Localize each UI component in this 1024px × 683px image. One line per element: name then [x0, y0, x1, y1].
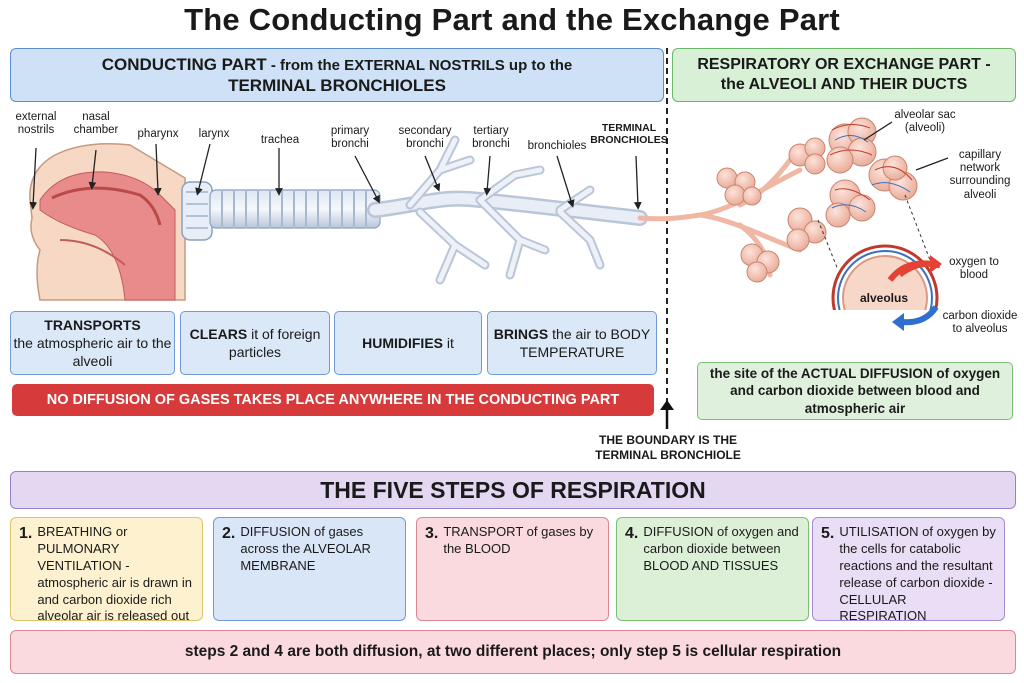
- step-3-card: 3. TRANSPORT of gases by the BLOOD: [416, 517, 609, 621]
- exchange-header-line1: RESPIRATORY OR EXCHANGE PART -: [697, 56, 991, 73]
- function-transports: TRANSPORTS the atmospheric air to the al…: [10, 311, 175, 375]
- function-clears-text: it of foreign particles: [228, 325, 321, 360]
- alveolar-clusters: [716, 117, 918, 283]
- function-transports-bold: TRANSPORTS: [44, 316, 141, 333]
- step-2-number: 2.: [222, 525, 236, 542]
- label-external-nostrils: external nostrils: [15, 111, 57, 137]
- function-brings-text: the air to BODY TEMPERATURE: [519, 325, 651, 360]
- label-nasal-chamber: nasal chamber: [73, 111, 119, 137]
- label-secondary-bronchi: secondary bronchi: [398, 125, 452, 151]
- gas-exchange-arrows: [887, 255, 942, 331]
- label-pharynx: pharynx: [137, 128, 179, 140]
- label-capillary-network: capillary network surrounding alveoli: [949, 149, 1011, 201]
- step-5-card: 5. UTILISATION of oxygen by the cells fo…: [812, 517, 1005, 624]
- label-trachea: trachea: [260, 134, 300, 146]
- exchange-header-line2: the ALVEOLI AND THEIR DUCTS: [720, 76, 968, 93]
- step-1-card: 1. BREATHING or PULMONARY VENTILATION - …: [10, 517, 203, 624]
- function-brings: BRINGS the air to BODY TEMPERATURE: [487, 311, 657, 375]
- label-larynx: larynx: [198, 128, 230, 140]
- label-tertiary-bronchi: tertiary bronchi: [472, 125, 510, 151]
- conducting-header-bold: CONDUCTING PART: [101, 54, 267, 74]
- label-bronchioles: bronchioles: [527, 140, 587, 152]
- step-1-text: BREATHING or PULMONARY VENTILATION - atm…: [37, 524, 192, 624]
- conducting-header-rest: - from the EXTERNAL NOSTRILS up to the: [266, 56, 573, 74]
- exchange-site-pre: the site of the: [709, 365, 801, 381]
- boundary-divider: [666, 48, 668, 418]
- capillary-lines: [829, 124, 913, 213]
- label-oxygen-to-blood: oxygen to blood: [949, 256, 999, 282]
- step-3-text: TRANSPORT of gases by the BLOOD: [443, 524, 594, 556]
- function-humidifies-bold: HUMIDIFIES: [362, 334, 443, 351]
- page-title: The Conducting Part and the Exchange Par…: [184, 2, 840, 37]
- label-co2-to-alveolus: carbon dioxide to alveolus: [942, 310, 1018, 336]
- function-brings-bold: BRINGS: [493, 325, 549, 342]
- exchange-site-post: of oxygen and carbon dioxide between blo…: [730, 365, 1001, 416]
- step-5-text: UTILISATION of oxygen by the cells for c…: [839, 524, 996, 624]
- step-3-number: 3.: [425, 525, 439, 542]
- bottom-note: steps 2 and 4 are both diffusion, at two…: [10, 630, 1016, 674]
- trachea-shape: [209, 189, 381, 229]
- label-terminal-bronchioles: TERMINAL BRONCHIOLES: [590, 122, 668, 147]
- exchange-part-header: RESPIRATORY OR EXCHANGE PART - the ALVEO…: [672, 48, 1016, 102]
- boundary-up-arrow: [660, 400, 674, 429]
- head-profile: [29, 143, 186, 301]
- exchange-site-box: the site of the ACTUAL DIFFUSION of oxyg…: [697, 362, 1013, 420]
- conducting-header-line2: TERMINAL BRONCHIOLES: [228, 76, 446, 96]
- function-clears-bold: CLEARS: [189, 325, 248, 342]
- step-2-text: DIFFUSION of gases across the ALVEOLAR M…: [240, 524, 371, 573]
- step-4-card: 4. DIFFUSION of oxygen and carbon dioxid…: [616, 517, 809, 621]
- steps-header: THE FIVE STEPS OF RESPIRATION: [10, 471, 1016, 509]
- step-4-number: 4.: [625, 525, 639, 542]
- step-4-text: DIFFUSION of oxygen and carbon dioxide b…: [643, 524, 799, 573]
- step-5-number: 5.: [821, 525, 835, 542]
- label-primary-bronchi: primary bronchi: [330, 125, 370, 151]
- exchange-site-bold: ACTUAL DIFFUSION: [800, 365, 933, 381]
- conducting-part-header: CONDUCTING PART - from the EXTERNAL NOST…: [10, 48, 664, 102]
- step-2-card: 2. DIFFUSION of gases across the ALVEOLA…: [213, 517, 406, 621]
- boundary-note: THE BOUNDARY IS THE TERMINAL BRONCHIOLE: [595, 433, 741, 462]
- function-humidifies-text: it: [443, 334, 454, 351]
- no-diffusion-banner: NO DIFFUSION OF GASES TAKES PLACE ANYWHE…: [12, 384, 654, 416]
- label-alveolar-sac: alveolar sac (alveoli): [894, 109, 956, 135]
- step-1-number: 1.: [19, 525, 33, 542]
- function-transports-text: the atmospheric air to the alveoli: [13, 334, 172, 370]
- function-humidifies: HUMIDIFIES it: [334, 311, 482, 375]
- bronchial-tree: [367, 135, 803, 285]
- label-alveolus: alveolus: [859, 291, 909, 305]
- label-leader-arrows: [29, 143, 642, 210]
- alveolar-leader-arrows: [863, 121, 949, 171]
- function-clears: CLEARS it of foreign particles: [180, 311, 330, 375]
